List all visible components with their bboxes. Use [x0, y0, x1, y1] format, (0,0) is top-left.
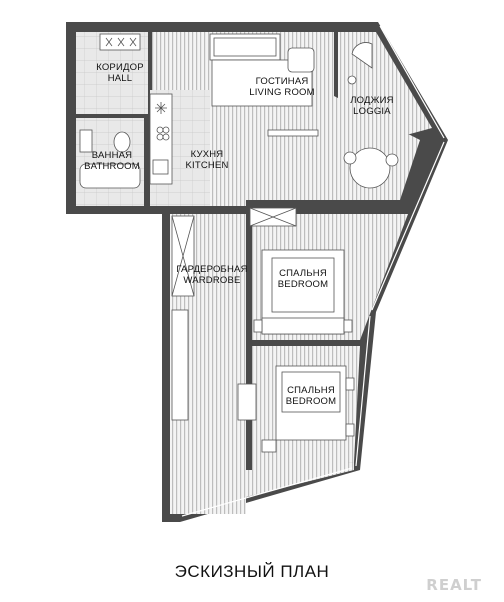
kitchen-label-ru: КУХНЯ — [191, 149, 224, 160]
wardrobe-label-ru: ГАРДЕРОБНАЯ — [176, 264, 247, 275]
wardrobe-closet — [171, 207, 297, 421]
wardrobe-label-en: WARDROBE — [183, 275, 240, 286]
bathroom-fixtures — [79, 129, 141, 189]
hall-wardrobe — [99, 33, 141, 51]
living-label-ru: ГОСТИНАЯ — [256, 76, 309, 87]
bathroom-label-en: BATHROOM — [84, 161, 140, 172]
bedroom2-bed — [237, 365, 355, 453]
bedroom1-bed — [253, 249, 353, 335]
loggia-label-ru: ЛОДЖИЯ — [350, 95, 394, 106]
bedroom2-label-ru: СПАЛЬНЯ — [287, 385, 335, 396]
plan-caption: ЭСКИЗНЫЙ ПЛАН — [174, 562, 330, 581]
watermark-logo: REALT — [426, 576, 482, 594]
interior-walls — [76, 30, 410, 516]
kitchen-counter — [149, 93, 173, 185]
bedroom1-label-ru: СПАЛЬНЯ — [279, 268, 327, 279]
loggia-label-en: LOGGIA — [353, 106, 391, 117]
room-labels: КОРИДОР HALL ГОСТИНАЯ LIVING ROOM ЛОДЖИЯ… — [84, 62, 394, 407]
tv-unit — [267, 129, 319, 137]
windows — [181, 25, 445, 517]
bathroom-label-ru: ВАННАЯ — [92, 150, 132, 161]
living-sofa — [209, 33, 313, 107]
loggia-chair — [347, 42, 373, 85]
living-label-en: LIVING ROOM — [249, 87, 315, 98]
kitchen-label-en: KITCHEN — [185, 160, 228, 171]
bedroom1-label-en: BEDROOM — [278, 279, 329, 290]
hall-label-ru: КОРИДОР — [96, 62, 144, 73]
hall-label-en: HALL — [108, 73, 133, 84]
armchair — [287, 47, 315, 73]
dining-table — [343, 147, 399, 189]
bedroom2-label-en: BEDROOM — [286, 396, 337, 407]
